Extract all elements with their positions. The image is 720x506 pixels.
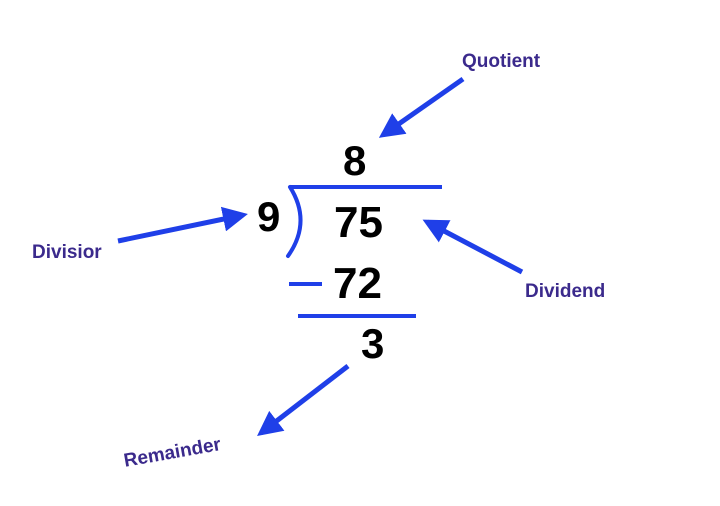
dividend-value: 75 [334,198,383,247]
divisor-value: 9 [257,193,281,240]
division-bracket-curve [286,185,303,258]
quotient-label: Quotient [462,51,541,72]
quotient-value: 8 [343,137,367,184]
divisor-label: Divisior [32,242,102,263]
subtracted-value: 72 [333,259,382,308]
divisor-arrow [117,206,248,244]
dividend-label: Dividend [525,281,606,302]
dividend-arrow [422,219,524,275]
quotient-arrow [378,76,465,138]
remainder-value: 3 [361,320,385,367]
remainder-arrow [257,364,350,437]
